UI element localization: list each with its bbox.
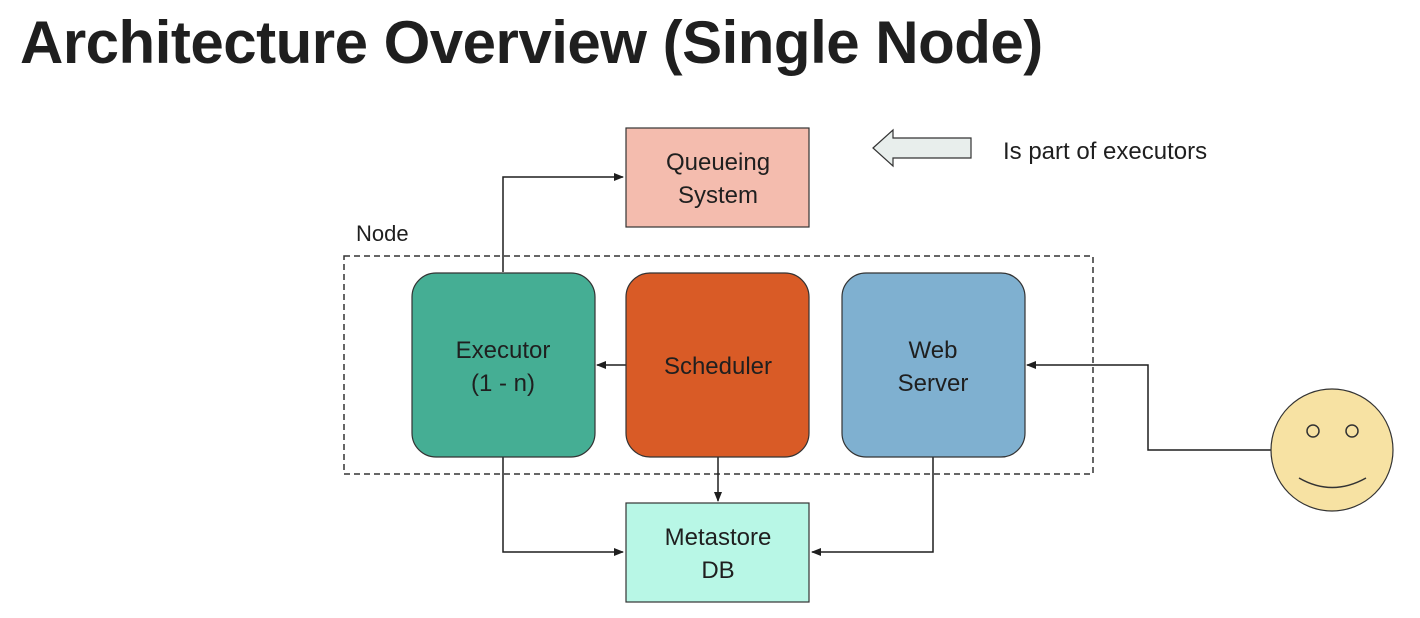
user-smile [1298,477,1367,489]
metastore-db-label-line-2: DB [701,557,734,584]
scheduler-shape [625,272,810,458]
metastore-db-label-line-1: Metastore [665,524,772,551]
connector-user-to-webserver [1026,361,1272,451]
node-group-label: Node [356,221,409,246]
user-smiley-icon [1270,388,1394,512]
web-server-label-line-1: Web [909,337,958,364]
metastore-db-box: Metastore DB [625,502,810,603]
metastore-db-shape [625,502,810,603]
connector-webserver-to-metastore [811,457,934,556]
scheduler-box: Scheduler [625,272,810,458]
connector-executor-to-queueing [502,173,624,272]
web-server-box: Web Server [841,272,1026,458]
scheduler-label: Scheduler [664,353,772,380]
executor-box: Executor (1 - n) [411,272,596,458]
queueing-system-box: Queueing System [625,127,810,228]
legend-text: Is part of executors [1003,138,1207,165]
web-server-shape [841,272,1026,458]
queueing-system-shape [625,127,810,228]
executor-label-line-1: Executor [456,337,551,364]
left-block-arrow-icon [872,128,972,168]
web-server-label-line-2: Server [898,370,969,397]
queueing-system-label-line-2: System [678,182,758,209]
user-left-eye [1306,424,1320,438]
connector-executor-to-metastore [502,457,624,556]
executor-label-line-2: (1 - n) [471,370,535,397]
queueing-system-label-line-1: Queueing [666,149,770,176]
user-right-eye [1345,424,1359,438]
executor-shape [411,272,596,458]
page-title: Architecture Overview (Single Node) [20,9,1043,76]
user-face-shape [1270,388,1394,512]
